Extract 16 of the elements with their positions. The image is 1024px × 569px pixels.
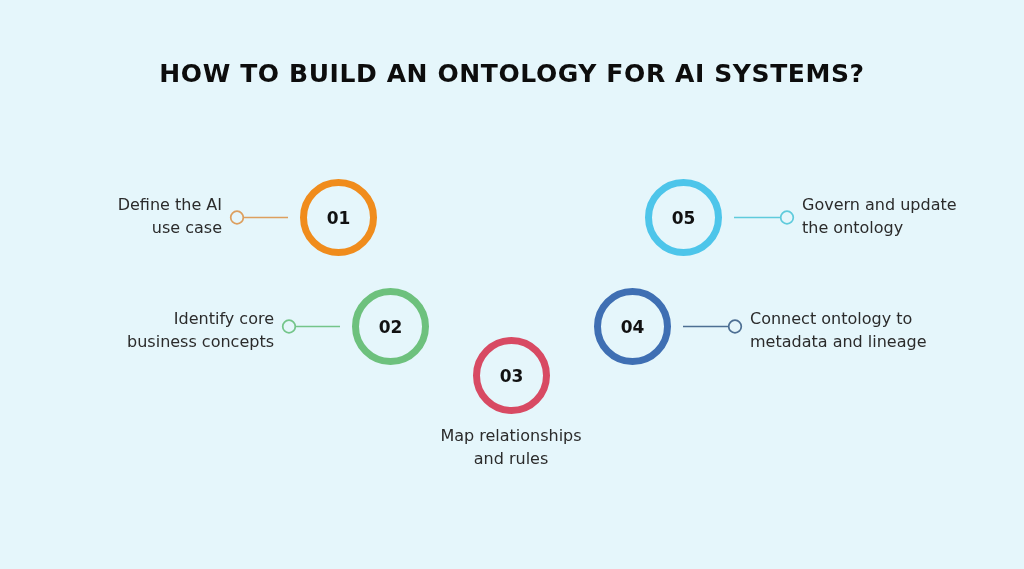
step-label: Connect ontology to metadata and lineage (750, 307, 960, 353)
step-label: Govern and update the ontology (802, 193, 987, 239)
step-circle (594, 288, 671, 365)
step-circle (352, 288, 429, 365)
step-number: 02 (378, 316, 403, 337)
step-number: 04 (620, 316, 645, 337)
step-circle (645, 179, 722, 256)
step-label: Identify core business concepts (109, 307, 274, 353)
step-circle (300, 179, 377, 256)
step-number: 03 (499, 365, 524, 386)
step-circle (473, 337, 550, 414)
step-number: 05 (671, 207, 696, 228)
step-label: Define the AI use case (100, 193, 222, 239)
step-number: 01 (326, 207, 351, 228)
step-caption: Map relationships and rules (439, 425, 583, 470)
title: HOW TO BUILD AN ONTOLOGY FOR AI SYSTEMS? (158, 58, 866, 90)
